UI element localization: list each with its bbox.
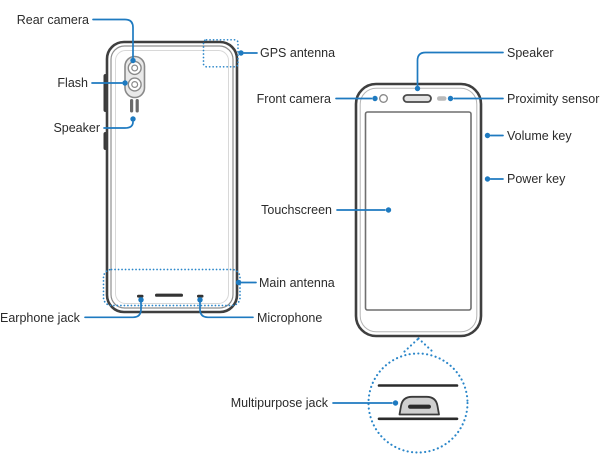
label-front-camera: Front camera (256, 91, 331, 106)
label-microphone: Microphone (257, 310, 323, 325)
earphone-jack-leader-line (84, 301, 142, 319)
touchscreen-shape (364, 111, 472, 311)
rear-camera-module (124, 55, 146, 99)
label-volume-key: Volume key (507, 128, 572, 143)
multipurpose-jack-shape (398, 395, 440, 416)
rear-camera-leader-line (92, 18, 134, 59)
label-proximity-sensor: Proximity sensor (507, 91, 600, 106)
proximity-sensor-shape (437, 96, 447, 101)
back-speaker-shape (130, 99, 139, 113)
leader-dots (122, 50, 491, 406)
magnifier-pointer (403, 337, 434, 353)
gps-antenna-region (202, 38, 239, 68)
label-flash: Flash (57, 76, 88, 90)
label-rear-camera: Rear camera (16, 12, 89, 27)
label-multipurpose-jack: Multipurpose jack (230, 396, 328, 410)
label-earphone-jack: Earphone jack (0, 310, 80, 325)
label-touchscreen: Touchscreen (261, 203, 332, 217)
microphone-shape (197, 294, 204, 298)
front-camera-shape (379, 93, 389, 103)
leader-lines (84, 18, 504, 404)
bottom-slot-shape (155, 293, 183, 297)
main-antenna-region (102, 268, 241, 307)
back-phone-illustration (103, 40, 239, 314)
earphone-jack-shape (137, 294, 144, 298)
magnifier-circle (367, 337, 469, 454)
front-speaker-shape (402, 94, 432, 103)
label-speaker-front: Speaker (507, 45, 554, 60)
label-power-key: Power key (507, 172, 566, 186)
label-main-antenna: Main antenna (259, 275, 335, 290)
microphone-leader-line (199, 301, 254, 319)
label-speaker-back: Speaker (53, 121, 100, 135)
speaker-back-leader-line (103, 121, 134, 129)
speaker-front-leader-line (416, 51, 504, 87)
label-gps-antenna: GPS antenna (260, 46, 336, 60)
